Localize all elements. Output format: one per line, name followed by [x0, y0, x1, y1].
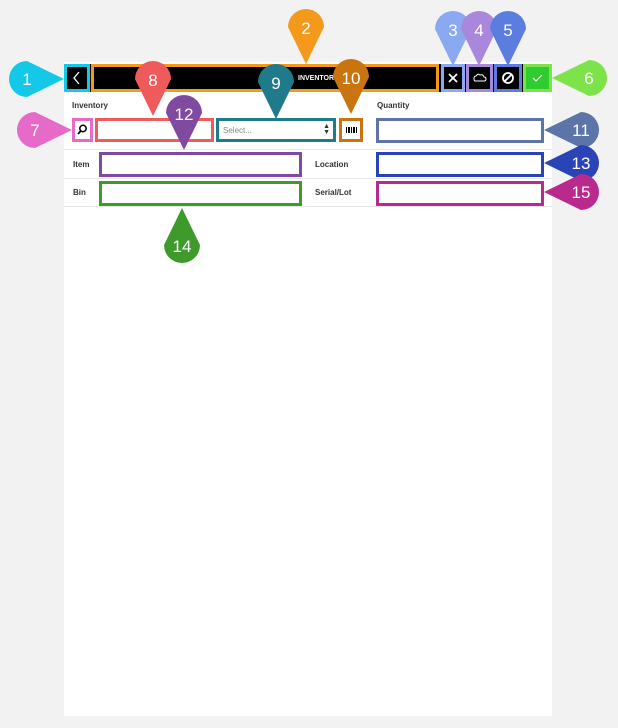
bin-input[interactable] — [99, 181, 302, 206]
marker-2-number: 2 — [301, 19, 310, 38]
back-button[interactable] — [64, 64, 90, 92]
marker-5: 5 — [490, 11, 526, 66]
marker-12-number: 12 — [175, 105, 194, 124]
marker-6: 6 — [552, 60, 607, 96]
serial-lot-label: Serial/Lot — [315, 188, 352, 197]
close-icon — [448, 73, 458, 83]
marker-14: 14 — [164, 208, 200, 263]
marker-7-number: 7 — [30, 121, 39, 140]
marker-8-number: 8 — [148, 71, 157, 90]
marker-1-number: 1 — [22, 70, 31, 89]
block-icon — [502, 72, 514, 84]
select-value: Select... — [223, 126, 252, 135]
marker-5-number: 5 — [503, 21, 512, 40]
select-arrows-icon: ▲▼ — [323, 123, 330, 136]
marker-11: 11 — [544, 112, 599, 148]
search-icon — [77, 124, 87, 135]
inventory-label: Inventory — [72, 101, 109, 110]
marker-3-number: 3 — [448, 21, 457, 40]
barcode-scan-button[interactable] — [339, 118, 363, 142]
location-label: Location — [315, 160, 349, 169]
marker-9: 9 — [258, 64, 294, 119]
marker-4: 4 — [461, 11, 497, 66]
marker-11-number: 11 — [572, 121, 590, 140]
quantity-input[interactable] — [376, 118, 544, 143]
marker-12: 12 — [166, 95, 202, 150]
cloud-button[interactable] — [466, 64, 493, 92]
marker-14-number: 14 — [173, 237, 192, 256]
marker-8: 8 — [135, 61, 171, 116]
serial-lot-input[interactable] — [376, 181, 544, 206]
search-button[interactable] — [72, 118, 93, 142]
marker-6-number: 6 — [584, 69, 593, 88]
divider — [64, 149, 552, 150]
marker-13-number: 13 — [572, 154, 591, 173]
confirm-button[interactable] — [523, 64, 552, 92]
inventory-type-select[interactable]: Select... ▲▼ — [216, 118, 336, 142]
marker-7: 7 — [17, 112, 72, 148]
marker-9-number: 9 — [271, 74, 280, 93]
close-button[interactable] — [441, 64, 465, 92]
bin-label: Bin — [73, 188, 86, 197]
marker-13: 13 — [544, 145, 599, 181]
cancel-button[interactable] — [494, 64, 522, 92]
divider — [64, 206, 552, 207]
marker-15: 15 — [544, 174, 599, 210]
check-icon — [532, 74, 543, 82]
marker-4-number: 4 — [474, 21, 483, 40]
marker-2: 2 — [288, 9, 324, 64]
chevron-left-icon — [73, 71, 80, 85]
marker-15-number: 15 — [572, 183, 591, 202]
marker-10: 10 — [333, 59, 369, 114]
marker-1: 1 — [9, 61, 64, 97]
cloud-icon — [473, 73, 487, 82]
quantity-label: Quantity — [377, 101, 410, 110]
divider — [64, 178, 552, 179]
item-input[interactable] — [99, 152, 302, 177]
location-input[interactable] — [376, 152, 544, 177]
page-title: INVENTORY — [298, 75, 339, 82]
marker-10-number: 10 — [342, 69, 361, 88]
item-label: Item — [73, 160, 90, 169]
barcode-icon — [346, 127, 357, 133]
